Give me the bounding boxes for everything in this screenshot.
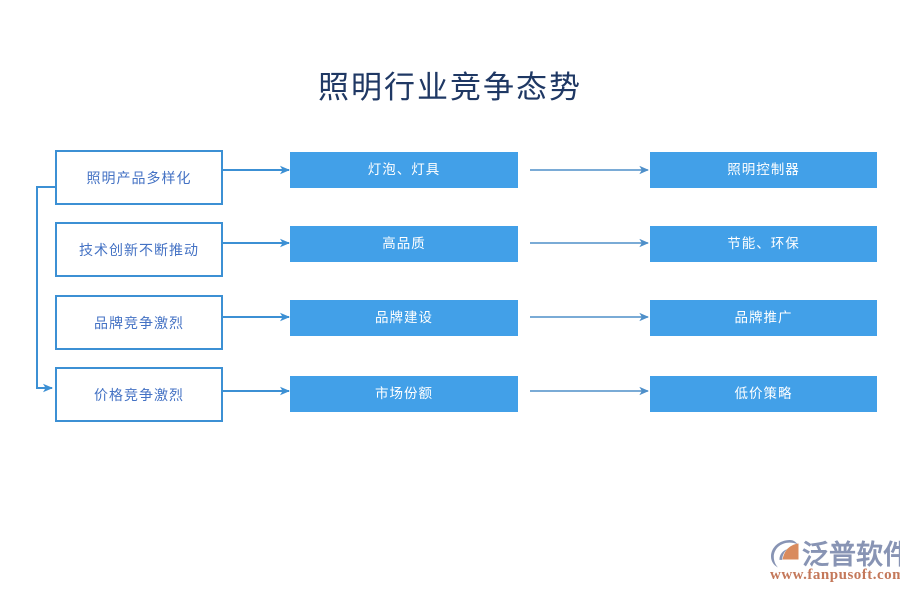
factor-box-4[interactable]: 市场份额 xyxy=(290,376,518,412)
outcome-box-1-label: 照明控制器 xyxy=(727,162,800,178)
logo-url: www.fanpusoft.com xyxy=(770,567,900,583)
outcome-box-2[interactable]: 节能、环保 xyxy=(650,226,877,262)
outcome-box-4-label: 低价策略 xyxy=(734,386,793,402)
factor-box-2-label: 高品质 xyxy=(382,236,426,252)
arrow-factor-to-outcome-group xyxy=(530,165,649,396)
factor-box-4-label: 市场份额 xyxy=(375,386,433,402)
driver-box-4-label: 价格竞争激烈 xyxy=(94,386,184,403)
driver-box-1-label: 照明产品多样化 xyxy=(86,169,192,186)
watermark-logo: 泛普软件 www.fanpusoft.com xyxy=(768,533,900,588)
factor-box-1[interactable]: 灯泡、灯具 xyxy=(290,152,518,188)
driver-box-1[interactable]: 照明产品多样化 xyxy=(55,150,223,205)
factor-box-3[interactable]: 品牌建设 xyxy=(290,300,518,336)
arrow-driver-1-to-driver-4 xyxy=(36,186,55,393)
driver-box-3-label: 品牌竞争激烈 xyxy=(94,314,184,331)
logo-wordmark: 泛普软件 xyxy=(802,540,900,570)
fanpu-logo-mark-icon xyxy=(771,540,799,568)
driver-box-2-label: 技术创新不断推动 xyxy=(79,241,199,258)
driver-box-4[interactable]: 价格竞争激烈 xyxy=(55,367,223,422)
outcome-box-3-label: 品牌推广 xyxy=(734,310,793,326)
outcome-box-3[interactable]: 品牌推广 xyxy=(650,300,877,336)
factor-box-2[interactable]: 高品质 xyxy=(290,226,518,262)
factor-box-3-label: 品牌建设 xyxy=(375,310,433,326)
outcome-box-4[interactable]: 低价策略 xyxy=(650,376,877,412)
driver-box-2[interactable]: 技术创新不断推动 xyxy=(55,222,223,277)
page-title: 照明行业竞争态势 xyxy=(318,70,582,105)
driver-box-3[interactable]: 品牌竞争激烈 xyxy=(55,295,223,350)
outcome-box-1[interactable]: 照明控制器 xyxy=(650,152,877,188)
outcome-box-2-label: 节能、环保 xyxy=(727,236,800,252)
arrow-driver-to-factor-group xyxy=(223,165,290,396)
factor-box-1-label: 灯泡、灯具 xyxy=(367,162,441,178)
